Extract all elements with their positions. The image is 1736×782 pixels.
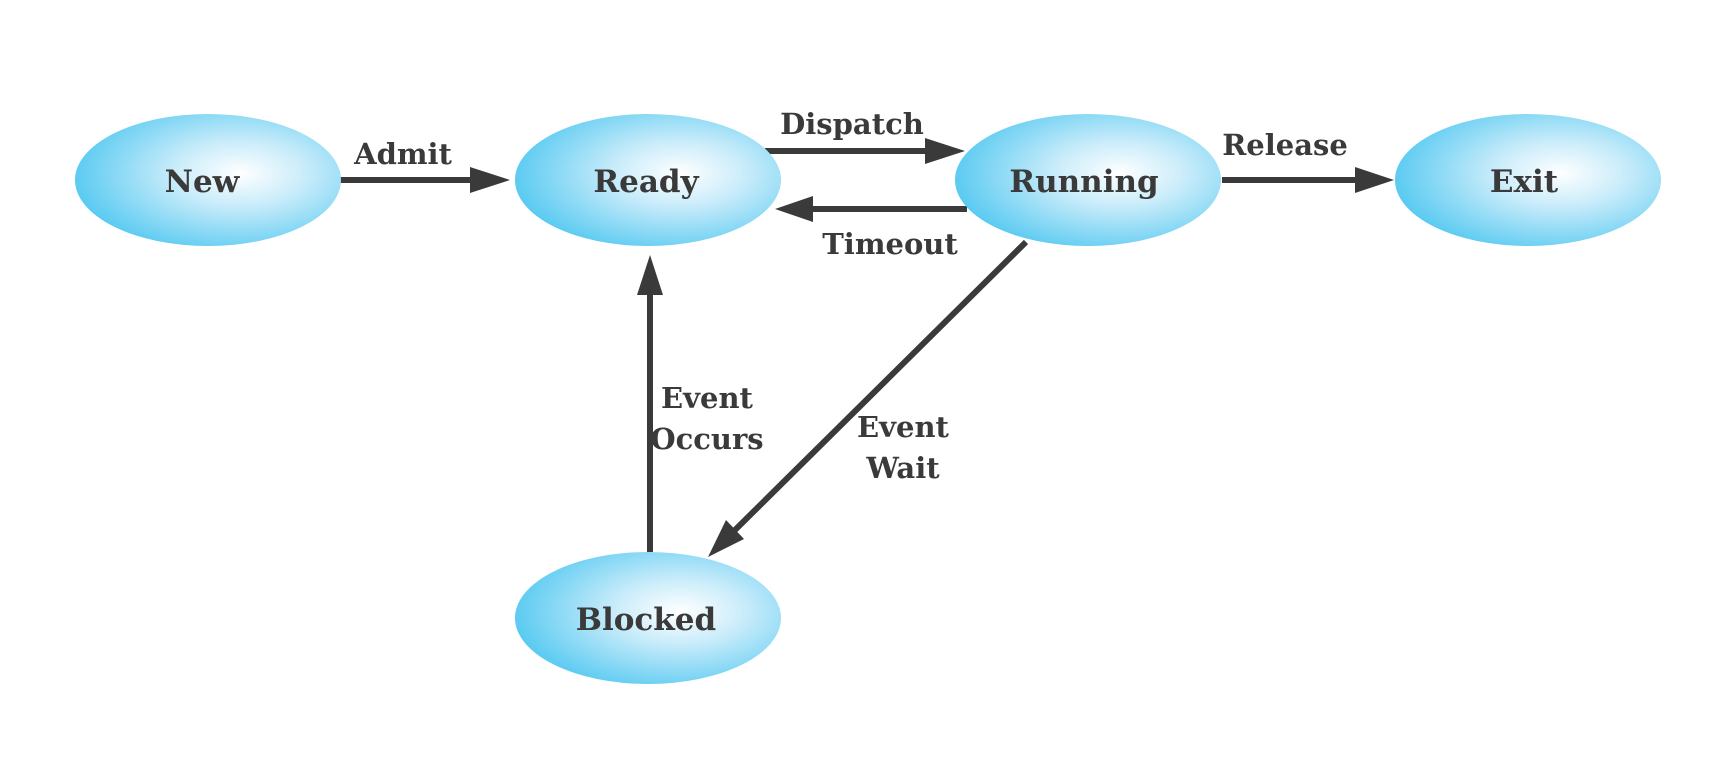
release-arrowhead [1355,167,1394,193]
timeout-arrowhead [775,196,813,222]
dispatch-label: Dispatch [780,107,924,141]
event-occurs-label-line2: Occurs [650,422,763,456]
node-new-shape [75,114,341,246]
node-running: Running [955,114,1221,246]
event-wait-arrowhead [708,520,744,557]
edges [338,138,1394,557]
node-ready: Ready [515,114,781,246]
node-blocked-shape [515,552,781,684]
event-occurs-arrowhead [637,255,663,295]
event-wait-label-line1: Event [857,410,949,444]
timeout-label: Timeout [822,227,958,261]
node-running-shape [955,114,1221,246]
node-exit-label: Exit [1490,164,1559,200]
node-exit-shape [1395,114,1661,246]
dispatch-arrowhead [925,138,965,164]
node-new: New [75,114,341,246]
node-exit: Exit [1395,114,1661,246]
event-occurs-label-line1: Event [661,381,753,415]
node-ready-shape [515,114,781,246]
node-ready-label: Ready [593,164,699,200]
node-running-label: Running [1009,164,1158,200]
node-blocked-label: Blocked [576,602,716,638]
node-blocked: Blocked [515,552,781,684]
admit-arrowhead [470,167,510,193]
admit-label: Admit [353,137,452,171]
event-wait-arrow [732,239,1029,533]
event-wait-label-line2: Wait [865,451,940,485]
release-label: Release [1222,128,1348,162]
node-new-label: New [165,164,241,200]
